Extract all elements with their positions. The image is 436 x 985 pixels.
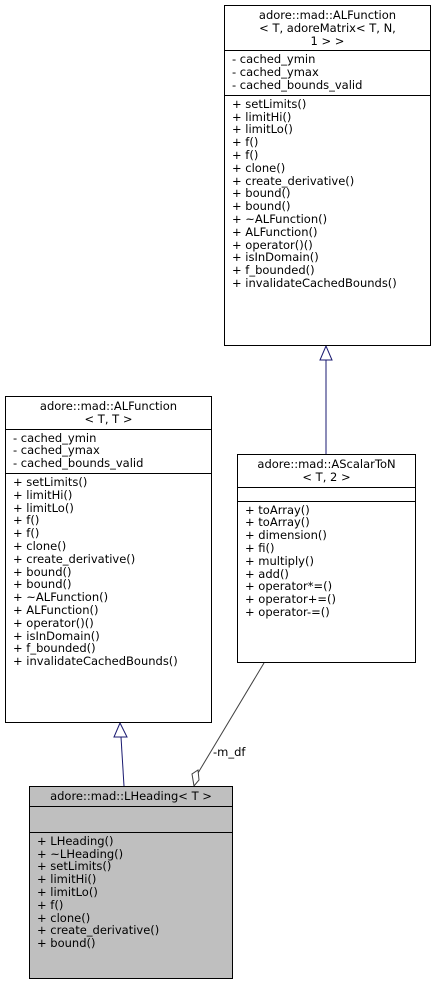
aggregation-edge-m-df	[197, 662, 265, 774]
attributes-section: - cached_ymin - cached_ymax - cached_bou…	[6, 428, 211, 473]
title-line: < T, adoreMatrix< T, N,	[259, 20, 396, 35]
method: + fi()	[245, 540, 275, 555]
method: + clone()	[37, 910, 91, 925]
title-line: < T, T >	[84, 411, 133, 426]
method: + create_derivative()	[37, 923, 160, 938]
attribute: - cached_ymax	[232, 65, 319, 80]
method: + bound()	[13, 577, 72, 592]
title-line: adore::mad::ALFunction	[258, 8, 397, 22]
method: + multiply()	[245, 553, 314, 568]
class-title: adore::mad::ALFunction < T, T >	[6, 397, 211, 429]
method: + dimension()	[245, 528, 327, 543]
method: + create_derivative()	[13, 551, 136, 566]
method: + operator()()	[13, 615, 94, 630]
attributes-section: - cached_ymin - cached_ymax - cached_bou…	[225, 50, 430, 94]
method: + bound()	[232, 186, 291, 201]
aggregation-label: -m_df	[213, 745, 246, 759]
attribute: - cached_ymin	[232, 52, 316, 67]
method: + bound()	[13, 564, 72, 579]
method: + f_bounded()	[13, 641, 96, 656]
attribute: - cached_ymin	[13, 430, 97, 445]
methods-section: + setLimits() + limitHi() + limitLo() + …	[225, 94, 430, 293]
class-title: adore::mad::LHeading< T >	[30, 787, 232, 806]
method: + toArray()	[245, 502, 310, 517]
title-line: < T, 2 >	[302, 469, 351, 484]
method: + invalidateCachedBounds()	[13, 654, 178, 669]
method: + f()	[37, 897, 64, 912]
class-alfunction-tt[interactable]: adore::mad::ALFunction < T, T > - cached…	[5, 396, 212, 723]
method: + f()	[232, 147, 259, 162]
aggregation-diamond	[191, 769, 200, 788]
attributes-section	[238, 486, 415, 501]
method: + limitLo()	[232, 122, 293, 137]
method: + ~ALFunction()	[232, 211, 328, 226]
method: + limitLo()	[13, 500, 74, 515]
methods-section: + setLimits() + limitHi() + limitLo() + …	[6, 472, 211, 671]
title-line: adore::mad::LHeading< T >	[50, 789, 212, 803]
method: + operator()()	[232, 237, 313, 252]
class-alfunction-matrix[interactable]: adore::mad::ALFunction < T, adoreMatrix<…	[224, 5, 431, 346]
class-title: adore::mad::ALFunction < T, adoreMatrix<…	[225, 6, 430, 50]
method: + operator*=()	[245, 579, 333, 594]
method: + f()	[13, 513, 40, 528]
method: + limitHi()	[232, 109, 292, 124]
class-title: adore::mad::AScalarToN < T, 2 >	[238, 455, 415, 487]
methods-section: + LHeading() + ~LHeading() + setLimits()…	[30, 831, 232, 953]
attribute: - cached_bounds_valid	[232, 77, 363, 92]
method: + toArray()	[245, 515, 310, 530]
title-line: 1 > >	[310, 33, 345, 48]
title-line: adore::mad::AScalarToN	[257, 457, 396, 471]
method: + f()	[232, 135, 259, 150]
title-line: adore::mad::ALFunction	[39, 399, 178, 413]
inheritance-arrowhead	[319, 344, 333, 361]
method: + operator+=()	[245, 592, 336, 607]
inheritance-arrowhead	[113, 721, 128, 738]
class-lheading[interactable]: adore::mad::LHeading< T > + LHeading() +…	[29, 786, 233, 979]
attribute: - cached_bounds_valid	[13, 456, 144, 471]
method: + setLimits()	[13, 474, 88, 489]
method: + limitHi()	[13, 487, 73, 502]
method: + bound()	[37, 936, 96, 951]
method: + isInDomain()	[232, 250, 319, 265]
methods-section: + toArray() + toArray() + dimension() + …	[238, 500, 415, 622]
attributes-section	[30, 805, 232, 832]
method: + f_bounded()	[232, 263, 315, 278]
method: + ALFunction()	[13, 602, 99, 617]
method: + operator-=()	[245, 604, 330, 619]
method: + ~ALFunction()	[13, 590, 109, 605]
method: + ~LHeading()	[37, 846, 124, 861]
method: + bound()	[232, 199, 291, 214]
method: + limitLo()	[37, 884, 98, 899]
method: + add()	[245, 566, 289, 581]
inheritance-edge-lheading-to-alfunction	[120, 736, 125, 787]
method: + f()	[13, 526, 40, 541]
method: + invalidateCachedBounds()	[232, 275, 397, 290]
method: + setLimits()	[232, 96, 307, 111]
method: + clone()	[232, 160, 286, 175]
method: + clone()	[13, 538, 67, 553]
method: + create_derivative()	[232, 173, 355, 188]
method: + setLimits()	[37, 859, 112, 874]
attribute: - cached_ymax	[13, 443, 100, 458]
method: + isInDomain()	[13, 628, 100, 643]
method: + limitHi()	[37, 872, 97, 887]
method: + LHeading()	[37, 833, 114, 848]
method: + ALFunction()	[232, 224, 318, 239]
class-ascalartoN[interactable]: adore::mad::AScalarToN < T, 2 > + toArra…	[237, 454, 416, 663]
